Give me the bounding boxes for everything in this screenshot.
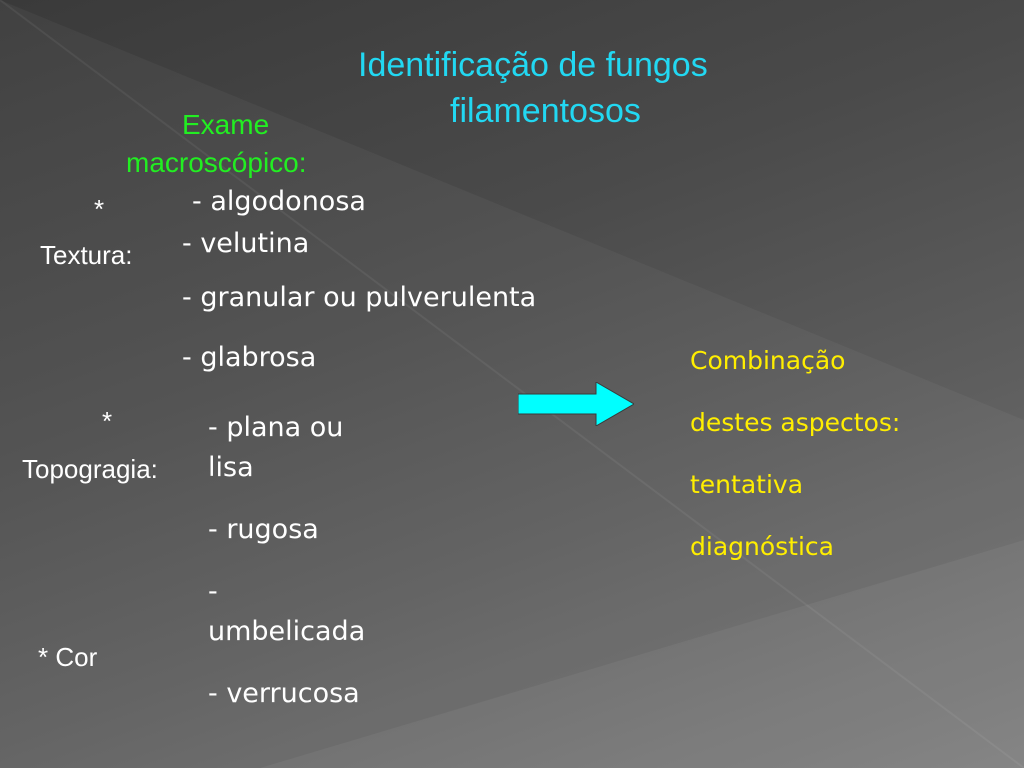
- slide-title-line1: Identificação de fungos: [358, 46, 708, 84]
- conclusion-line3: tentativa: [690, 470, 804, 499]
- color-label: * Cor: [38, 642, 98, 672]
- topography-item-verrucosa: - verrucosa: [208, 678, 360, 709]
- topography-item-lisa: lisa: [208, 452, 254, 483]
- texture-bullet: *: [94, 194, 105, 224]
- slide-title-line2: filamentosos: [450, 92, 641, 130]
- texture-item-granular: - granular ou pulverulenta: [182, 282, 537, 313]
- texture-item-algodonosa: - algodonosa: [192, 186, 366, 217]
- texture-label: Textura:: [40, 240, 133, 270]
- topography-bullet: *: [102, 406, 113, 436]
- conclusion-line1: Combinação: [690, 346, 846, 375]
- topography-item-umbelicada: umbelicada: [208, 616, 366, 647]
- topography-label: Topogragia:: [22, 454, 158, 484]
- subtitle-line1: Exame: [182, 109, 270, 140]
- topography-item-plana: - plana ou: [208, 412, 344, 443]
- topography-item-rugosa: - rugosa: [208, 514, 319, 545]
- subtitle-line2: macroscópico:: [126, 147, 307, 178]
- conclusion-line4: diagnóstica: [690, 532, 834, 561]
- conclusion-line2: destes aspectos:: [690, 408, 901, 437]
- texture-item-velutina: - velutina: [182, 228, 310, 259]
- texture-item-glabrosa: - glabrosa: [182, 342, 317, 373]
- right-arrow-icon: [518, 382, 634, 426]
- topography-item-dash: -: [208, 576, 218, 607]
